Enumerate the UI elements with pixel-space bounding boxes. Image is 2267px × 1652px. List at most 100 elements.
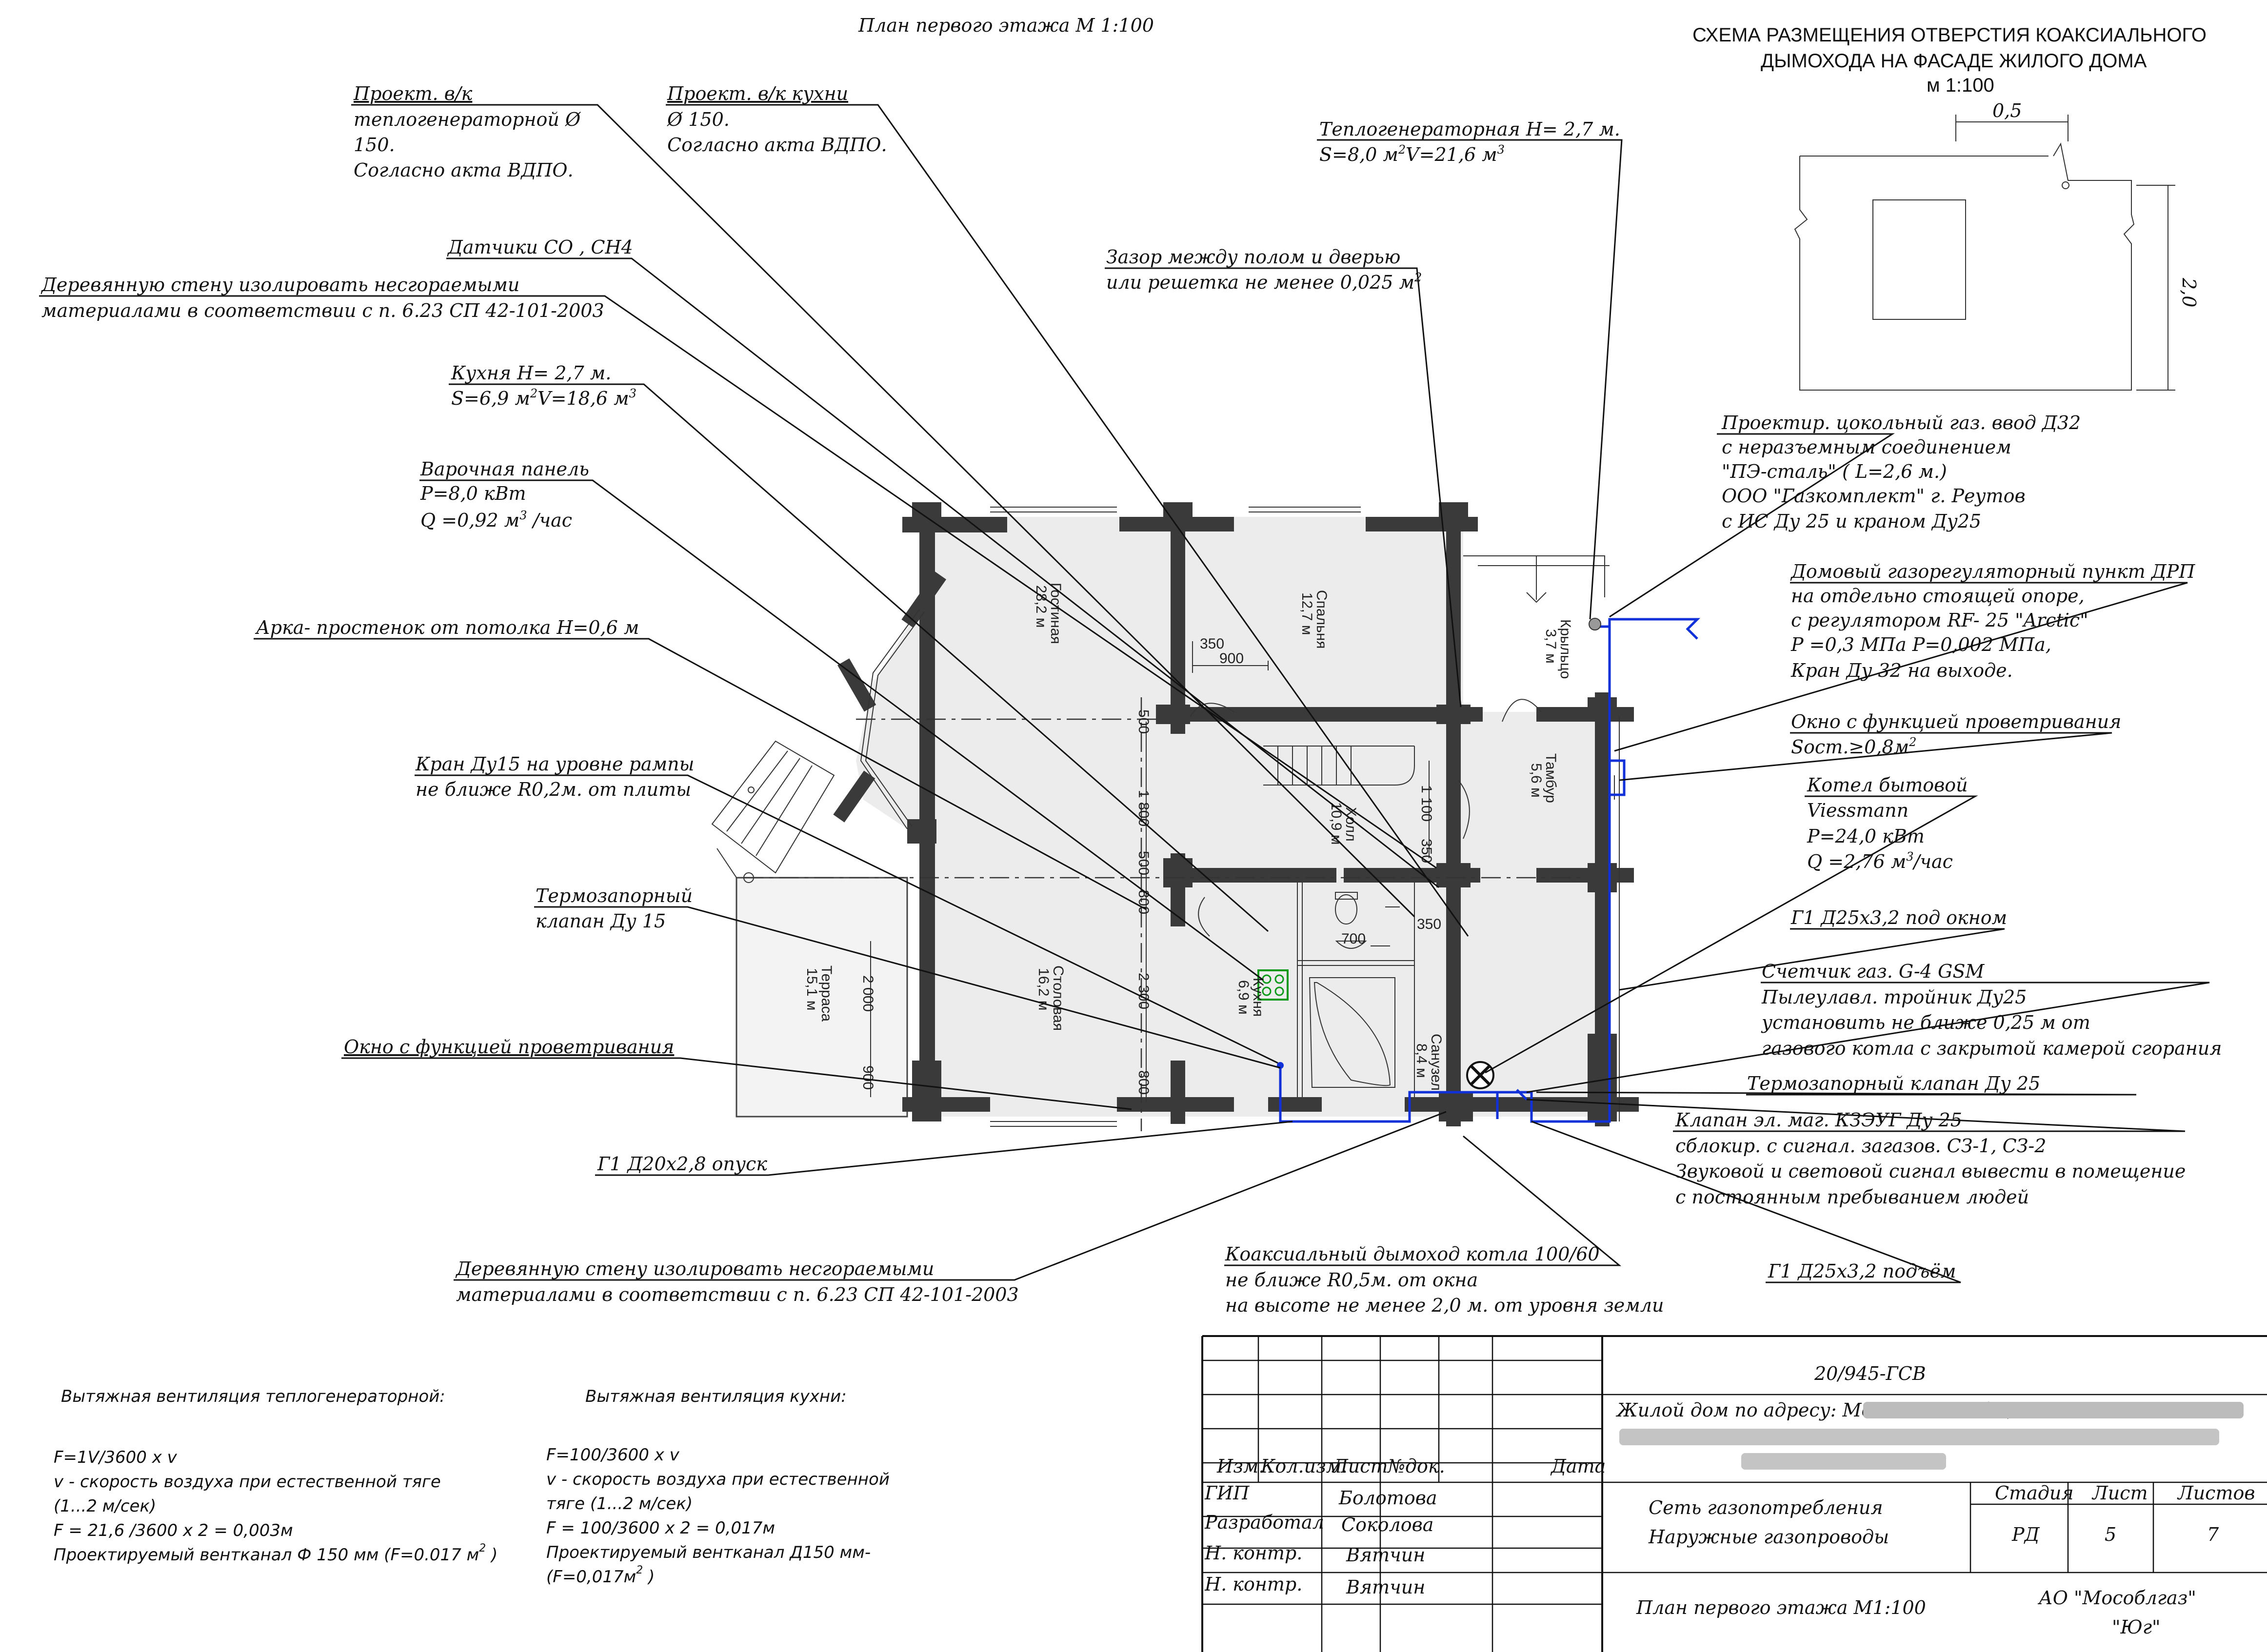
room-area-bathroom: 8,4 м [1413, 1043, 1430, 1078]
svg-text:Звуковой и световой сигнал выв: Звуковой и световой сигнал вывести в пом… [1675, 1160, 2186, 1182]
note-door-gap: Зазор между полом и дверью или решетка н… [1106, 246, 1422, 293]
dim-350-b: 350 [1418, 839, 1434, 863]
room-area-porch: 3,7 м [1543, 629, 1559, 664]
note-kitchen-volume: Кухня H= 2,7 м. S=6,9 м2V=18,6 м3 [451, 362, 636, 409]
svg-text:Согласно акта ВДПО.: Согласно акта ВДПО. [667, 134, 887, 156]
svg-text:ООО "Газкомплект" г. Реутов: ООО "Газкомплект" г. Реутов [1722, 485, 2026, 507]
note-sensors: Датчики CO , CH4 [447, 236, 633, 258]
svg-text:Пылеулавл. тройник Ду25: Пылеулавл. тройник Ду25 [1761, 986, 2027, 1008]
room-name-porch: Крыльцо [1557, 619, 1573, 679]
svg-text:S=6,9 м2V=18,6 м3: S=6,9 м2V=18,6 м3 [451, 387, 636, 409]
svg-text:клапан Ду 15: клапан Ду 15 [536, 910, 666, 932]
note-heatgen-room: Теплогенераторная H= 2,7 м. S=8,0 м2V=21… [1319, 118, 1620, 165]
facade-dim-horizontal: 0,5 [1992, 100, 2022, 121]
svg-text:на высоте не менее 2,0 м. от у: на высоте не менее 2,0 м. от уровня земл… [1225, 1295, 1664, 1316]
role-norm-control-1: Н. контр. [1204, 1542, 1302, 1564]
svg-text:Домовый газорегуляторный пункт: Домовый газорегуляторный пункт ДРП [1790, 561, 2195, 582]
note-valve-du15: Кран Ду15 на уровне рампы не ближе R0,2м… [415, 753, 695, 800]
svg-text:Q =2,76 м3/час: Q =2,76 м3/час [1807, 850, 1953, 872]
svg-text:Sост.≥0,8м2: Sост.≥0,8м2 [1791, 735, 1916, 758]
leader-lines [39, 104, 2210, 1283]
svg-text:F = 21,6 /3600 x 2 = 0,003м: F = 21,6 /3600 x 2 = 0,003м [54, 1521, 293, 1540]
note-gas-meter: Счетчик газ. G-4 GSM Пылеулавл. тройник … [1761, 961, 2222, 1059]
org-line1: АО "Мособлгаз" [2037, 1587, 2196, 1609]
org-line2: "Юг" [2112, 1616, 2161, 1638]
sheets-value: 7 [2207, 1524, 2219, 1545]
svg-text:Котел бытовой: Котел бытовой [1807, 774, 1968, 796]
svg-text:Кран Ду 32 на выходе.: Кран Ду 32 на выходе. [1790, 660, 2013, 681]
note-pipe-rise: Г1 Д25х3,2 подъём [1768, 1260, 1956, 1282]
subject-line2: Наружные газопроводы [1648, 1526, 1889, 1548]
col-doc: №док. [1387, 1455, 1445, 1477]
facade-title-line1: СХЕМА РАЗМЕЩЕНИЯ ОТВЕРСТИЯ КОАКСИАЛЬНОГО [1692, 24, 2207, 46]
name-developer: Соколова [1341, 1514, 1433, 1535]
facade-dim-vertical: 2,0 [2178, 277, 2200, 307]
svg-text:Окно с функцией проветривания: Окно с функцией проветривания [1791, 711, 2121, 732]
note-kitchen-flue: Проект. в/к кухни Ø 150. Согласно акта В… [667, 83, 887, 156]
svg-text:Клапан эл. маг. КЗЭУГ Ду 25: Клапан эл. маг. КЗЭУГ Ду 25 [1675, 1109, 1962, 1131]
svg-text:Варочная панель: Варочная панель [420, 458, 589, 480]
facade-title-line2: ДЫМОХОДА НА ФАСАДЕ ЖИЛОГО ДОМА [1761, 50, 2147, 72]
note-pipe-d20: Г1 Д20х2,8 опуск [597, 1153, 767, 1175]
dim-2300: 2 300 [1135, 973, 1152, 1009]
notes-right: Теплогенераторная H= 2,7 м. S=8,0 м2V=21… [1106, 118, 2222, 1282]
svg-text:материалами в соответствии с п: материалами в соответствии с п. 6.23 СП … [456, 1284, 1019, 1305]
name-norm-control-2: Вятчин [1346, 1576, 1425, 1598]
svg-text:P=24,0 кВт: P=24,0 кВт [1807, 826, 1925, 847]
note-coax-flue: Коаксиальный дымоход котла 100/60 не бли… [1225, 1243, 1664, 1316]
col-date: Дата [1550, 1455, 1606, 1477]
dim-900-a: 900 [1219, 650, 1244, 667]
drawing-name: План первого этажа М1:100 [1636, 1597, 1926, 1618]
role-gip: ГИП [1204, 1482, 1250, 1504]
svg-text:F=100/3600 x v: F=100/3600 x v [546, 1445, 680, 1465]
room-name-terrace: Терраса [818, 965, 835, 1022]
svg-text:материалами в соответствии с п: материалами в соответствии с п. 6.23 СП … [41, 300, 604, 321]
svg-text:Теплогенераторная H= 2,7 м.: Теплогенераторная H= 2,7 м. [1319, 118, 1620, 140]
sheet-header: Лист [2091, 1482, 2148, 1504]
room-name-living: Гостиная [1048, 583, 1064, 644]
svg-text:Проектируемый вентканал Ф 150: Проектируемый вентканал Ф 150 мм (F=0.01… [54, 1542, 497, 1565]
svg-text:с постоянным пребыванием людей: с постоянным пребыванием людей [1675, 1186, 2029, 1208]
note-solenoid-valve: Клапан эл. маг. КЗЭУГ Ду 25 сблокир. с с… [1675, 1109, 2186, 1208]
col-kol: Кол.изм. [1260, 1455, 1347, 1477]
svg-text:Деревянную стену изолировать н: Деревянную стену изолировать несгораемым… [455, 1258, 934, 1279]
note-window-vent-right: Окно с функцией проветривания Sост.≥0,8м… [1791, 711, 2121, 758]
svg-text:Вытяжная вентиляция теплогенер: Вытяжная вентиляция теплогенераторной: [61, 1387, 445, 1406]
facade-scale: м 1:100 [1927, 75, 1994, 96]
svg-text:F=1V/3600 x v: F=1V/3600 x v [54, 1448, 178, 1467]
note-regulator: Домовый газорегуляторный пункт ДРП на от… [1790, 561, 2195, 681]
note-insulate-wall-2: Деревянную стену изолировать несгораемым… [455, 1258, 1019, 1305]
name-gip: Болотова [1338, 1487, 1437, 1509]
svg-text:Деревянную стену изолировать н: Деревянную стену изолировать несгораемым… [40, 274, 519, 295]
room-area-vestibule: 5,6 м [1528, 763, 1544, 798]
col-izm: Изм. [1216, 1455, 1264, 1477]
dim-2000: 2 000 [860, 975, 876, 1012]
svg-text:не ближе R0,5м. от окна: не ближе R0,5м. от окна [1225, 1269, 1478, 1291]
room-name-vestibule: Тамбур [1543, 753, 1559, 803]
vent-calc-heatgen: Вытяжная вентиляция теплогенераторной: F… [54, 1387, 497, 1565]
svg-text:с регулятором RF- 25 "Arctic": с регулятором RF- 25 "Arctic" [1791, 610, 2088, 631]
note-heatgen-flue: Проект. в/к теплогенераторной Ø 150. Сог… [353, 83, 581, 181]
room-area-terrace: 15,1 м [804, 968, 820, 1010]
note-hob: Варочная панель P=8,0 кВт Q =0,92 м3 /ча… [420, 458, 589, 531]
subject-line1: Сеть газопотребления [1649, 1497, 1883, 1518]
svg-text:Коаксиальный дымоход котла 100: Коаксиальный дымоход котла 100/60 [1225, 1243, 1600, 1265]
svg-text:v - скорость воздуха при естес: v - скорость воздуха при естественной тя… [54, 1472, 441, 1492]
svg-text:Кран Ду15 на уровне рампы: Кран Ду15 на уровне рампы [415, 753, 695, 775]
svg-text:F = 100/3600 x 2 = 0,017м: F = 100/3600 x 2 = 0,017м [546, 1518, 775, 1538]
svg-text:Термозапорный: Термозапорный [536, 885, 693, 906]
svg-text:установить не ближе 0,25 м от: установить не ближе 0,25 м от [1761, 1012, 2090, 1033]
stage-value: РД [2011, 1524, 2040, 1545]
note-boiler: Котел бытовой Viessmann P=24,0 кВт Q =2,… [1807, 774, 1968, 872]
svg-text:Viessmann: Viessmann [1807, 800, 1909, 821]
svg-text:сблокир. с сигнал. загазов. СЗ: сблокир. с сигнал. загазов. СЗ-1, СЗ-2 [1675, 1135, 2046, 1157]
svg-text:S=8,0 м2V=21,6 м3: S=8,0 м2V=21,6 м3 [1319, 143, 1505, 165]
notes-left: Проект. в/к теплогенераторной Ø 150. Сог… [40, 83, 1664, 1316]
dim-350-a: 350 [1200, 636, 1224, 652]
svg-text:или решетка не менее 0,025 м2: или решетка не менее 0,025 м2 [1106, 271, 1422, 293]
svg-text:Проект. в/к кухни: Проект. в/к кухни [667, 83, 848, 104]
note-window-vent-left: Окно с функцией проветривания [344, 1036, 674, 1058]
note-thermal-valve-25: Термозапорный клапан Ду 25 [1747, 1073, 2040, 1094]
vent-calc-kitchen: Вытяжная вентиляция кухни: F=100/3600 x … [546, 1387, 890, 1587]
